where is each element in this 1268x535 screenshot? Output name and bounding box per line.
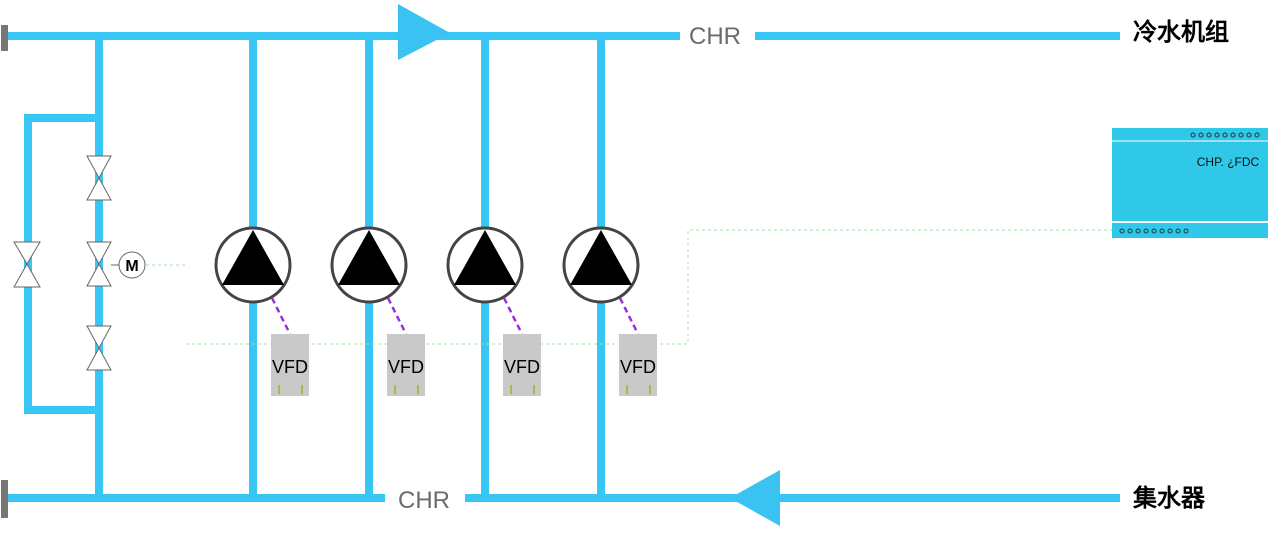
bowtie-valve-icon xyxy=(86,155,112,201)
supply-pipe-label: CHR xyxy=(689,23,741,50)
vfd-unit-3: VFD xyxy=(503,334,541,396)
pump-vfd-link xyxy=(618,297,640,335)
vfd-unit-1: VFD xyxy=(271,334,309,396)
vfd-unit-2: VFD xyxy=(387,334,425,396)
svg-text:VFD: VFD xyxy=(620,357,656,377)
pump-vfd-link xyxy=(386,297,408,335)
pump-vfd-link xyxy=(270,297,292,335)
bowtie-valve-icon xyxy=(86,241,112,287)
return-flow-arrow-icon xyxy=(730,470,780,526)
bowtie-valve-icon xyxy=(86,325,112,371)
controller-label: CHP. ¿FDC xyxy=(1197,155,1260,169)
controller-panel: CHP. ¿FDC xyxy=(1112,128,1268,238)
pump-icon xyxy=(214,226,292,304)
vfd-signal-line xyxy=(186,229,1112,345)
svg-text:VFD: VFD xyxy=(388,357,424,377)
vfd-unit-4: VFD xyxy=(619,334,657,396)
supply-flow-arrow-icon xyxy=(398,4,450,60)
svg-text:VFD: VFD xyxy=(272,357,308,377)
svg-text:VFD: VFD xyxy=(504,357,540,377)
collector-label: 集水器 xyxy=(1132,484,1206,512)
return-pipe-end-cap xyxy=(1,480,8,518)
supply-pipe-end-cap xyxy=(1,25,8,51)
panel-top-terminals xyxy=(1190,132,1260,138)
pump-icon xyxy=(330,226,408,304)
bowtie-valve-icon xyxy=(13,241,41,288)
pump-icon xyxy=(562,226,640,304)
motor-label: M xyxy=(125,258,138,275)
chiller-unit-label: 冷水机组 xyxy=(1133,18,1229,46)
panel-bottom-terminals xyxy=(1119,228,1189,234)
pump-vfd-link xyxy=(502,297,524,335)
circle-m-icon xyxy=(118,251,146,279)
return-pipe-label: CHR xyxy=(398,487,450,514)
pump-icon xyxy=(446,226,524,304)
